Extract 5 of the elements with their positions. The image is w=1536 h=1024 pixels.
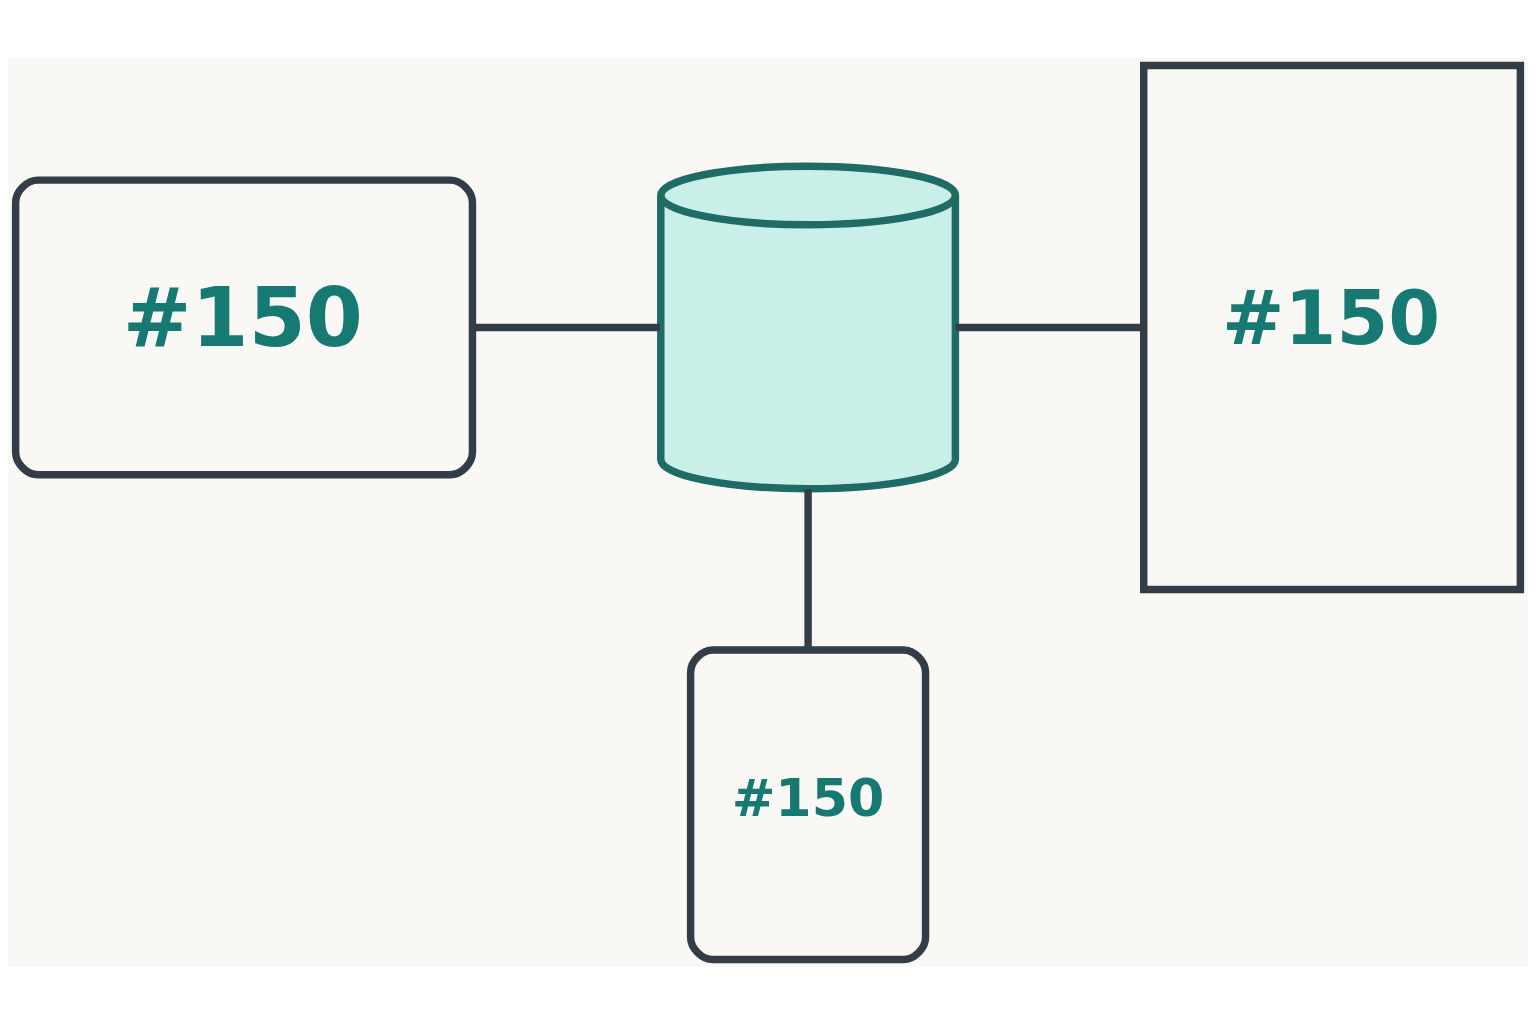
- node-box: #150: [1140, 61, 1525, 593]
- node-box: #150: [686, 645, 930, 963]
- connector: [473, 323, 661, 331]
- node-box: #150: [11, 175, 477, 478]
- connector: [804, 488, 812, 650]
